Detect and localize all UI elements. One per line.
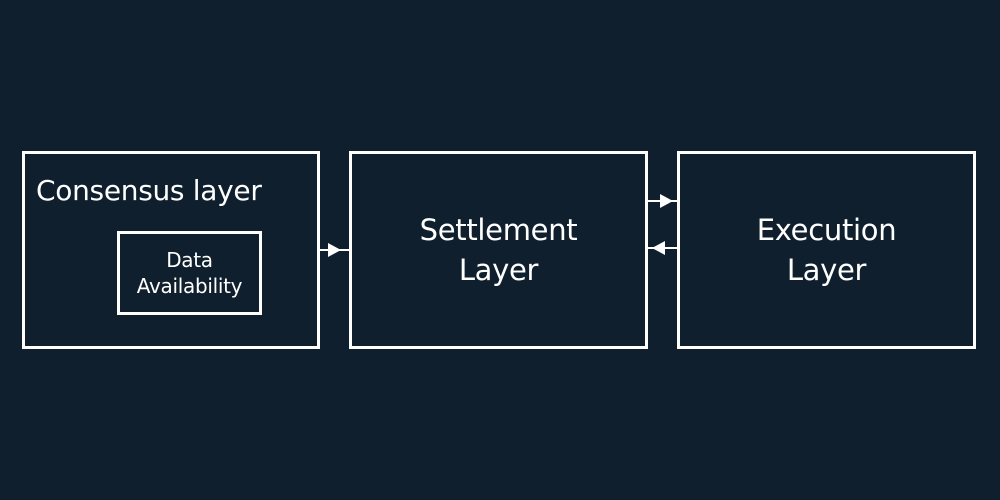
settlement-layer-box: Settlement Layer [349, 151, 648, 349]
consensus-to-settlement-arrowhead [328, 243, 341, 257]
execution-to-settlement-arrow [648, 241, 677, 255]
consensus-layer-box: Consensus layer Data Availability [22, 151, 320, 349]
settlement-layer-line-1: Settlement [419, 213, 578, 247]
execution-to-settlement-arrowhead [652, 241, 665, 255]
execution-layer-line-2: Layer [786, 253, 867, 287]
settlement-to-execution-arrowhead [660, 194, 673, 208]
execution-layer-box: Execution Layer [677, 151, 976, 349]
execution-layer-line-1: Execution [756, 213, 897, 247]
data-availability-line-1: Data [166, 248, 213, 272]
data-availability-label: Data Availability [136, 247, 243, 299]
data-availability-line-2: Availability [136, 274, 243, 298]
settlement-layer-label: Settlement Layer [420, 210, 578, 290]
consensus-layer-title: Consensus layer [36, 174, 262, 207]
settlement-layer-line-2: Layer [458, 253, 539, 287]
data-availability-box: Data Availability [117, 231, 262, 315]
consensus-to-settlement-arrow [320, 243, 349, 257]
settlement-to-execution-arrow [648, 194, 677, 208]
execution-layer-label: Execution Layer [757, 210, 897, 290]
